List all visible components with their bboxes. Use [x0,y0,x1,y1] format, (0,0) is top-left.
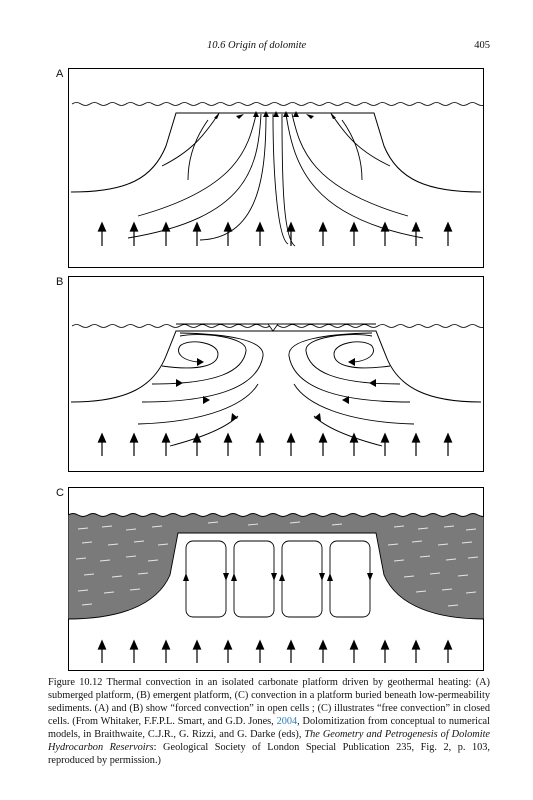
heat-flux-arrows [97,221,453,246]
heat-arrow [349,432,359,456]
heat-arrow [286,639,296,663]
convection-cell [185,540,227,618]
heat-arrow [443,221,453,246]
convection-cell [329,540,371,618]
heat-arrow [349,639,359,663]
convection-cell [233,540,275,618]
figure-caption: Figure 10.12 Thermal convection in an is… [48,676,490,767]
heat-arrow [192,432,202,456]
heat-arrow [161,639,171,663]
cell-arrowheads [183,573,373,581]
running-title: 10.6 Origin of dolomite [207,40,307,51]
heat-flux-arrows [97,432,453,456]
book-title: The Geometry and Petrogenesis of Dolomit… [48,729,490,753]
heat-arrow [129,221,139,246]
heat-arrow [380,221,390,246]
heat-arrow [443,639,453,663]
heat-arrow [318,432,328,456]
heat-arrow [161,432,171,456]
caption-text-3: : Geological Society of London Special P… [48,742,490,766]
panel-label-b: B [56,276,64,288]
water-table-marker [267,323,279,332]
low-permeability-sediments [68,513,484,620]
flow-loops-right [288,332,415,447]
heat-arrow [411,639,421,663]
heat-arrow [192,221,202,246]
heat-arrow [286,221,296,246]
heat-arrow [223,639,233,663]
panel-frame [68,68,484,268]
platform-outline [70,112,482,193]
caption-text-1: Figure 10.12 Thermal convection in an is… [48,677,490,727]
heat-arrow [443,432,453,456]
heat-arrow [255,639,265,663]
page-header: 10.6 Origin of dolomite 405 [50,40,490,56]
flow-lines [127,113,424,247]
panel-b-diagram [68,276,484,472]
heat-arrow [223,432,233,456]
heat-arrow [192,639,202,663]
flow-arrowheads [176,358,376,421]
heat-arrow [411,221,421,246]
panel-frame [68,276,484,472]
closed-convection-cells [185,540,371,618]
heat-arrow [411,432,421,456]
sea-surface [71,324,484,328]
heat-arrow [380,432,390,456]
caption-text-2: , Dolomitization from conceptual to nume… [48,716,490,740]
heat-arrow [129,639,139,663]
citation-year-link[interactable]: 2004 [276,716,298,727]
page-number: 405 [474,40,490,51]
heat-arrow [349,221,359,246]
heat-arrow [318,221,328,246]
heat-arrow [97,432,107,456]
heat-arrow [318,639,328,663]
panel-label-a: A [56,68,64,80]
flow-loops-left [137,332,264,447]
panel-c-diagram [68,487,484,671]
heat-arrow [97,639,107,663]
heat-arrow [255,432,265,456]
panel-a-diagram [68,68,484,268]
sediment-texture [75,521,479,607]
convection-cell [281,540,323,618]
heat-arrow [286,432,296,456]
flow-arrowheads [214,111,336,119]
heat-arrow [380,639,390,663]
heat-flux-arrows [97,639,453,663]
heat-arrow [255,221,265,246]
platform-outline [70,330,482,403]
heat-arrow [129,432,139,456]
sea-surface [71,102,484,106]
heat-arrow [223,221,233,246]
heat-arrow [161,221,171,246]
heat-arrow [97,221,107,246]
panel-label-c: C [56,487,64,499]
